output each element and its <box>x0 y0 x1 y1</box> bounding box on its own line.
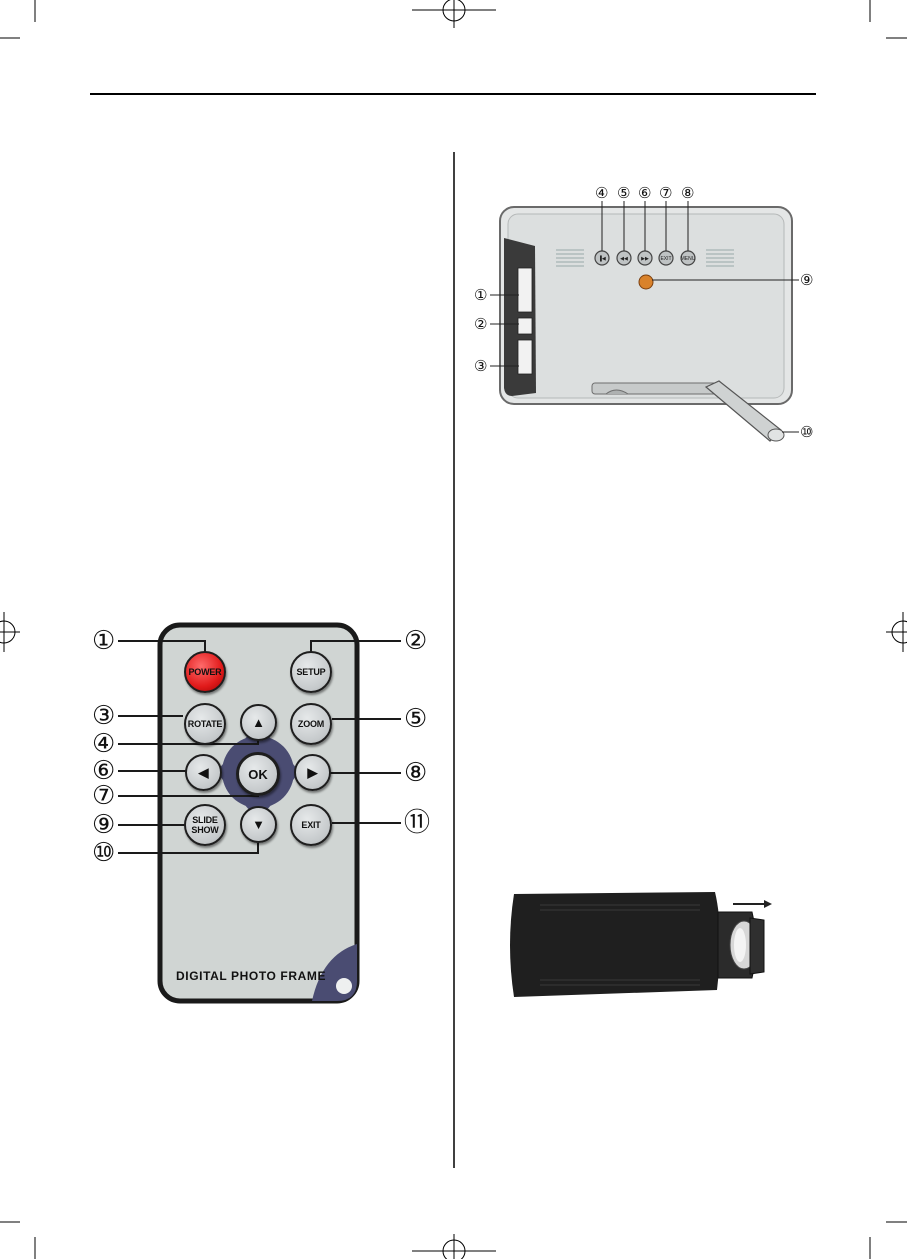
remote-callout-4: ④ <box>92 731 115 757</box>
down-arrow-icon: ▼ <box>252 817 265 832</box>
frame-callout-4: ④ <box>595 186 608 201</box>
ok-button-label: OK <box>248 767 268 782</box>
slideshow-button: SLIDE SHOW <box>184 804 226 846</box>
remote-callout-11: ⑪ <box>404 810 430 836</box>
remote-callout-5: ⑤ <box>404 706 427 732</box>
frame-callout-1: ① <box>474 288 487 303</box>
left-button: ◀ <box>185 754 222 791</box>
setup-button: SETUP <box>290 651 332 693</box>
frame-callout-5: ⑤ <box>617 186 630 201</box>
remote-callout-2: ② <box>404 628 427 654</box>
rotate-button-label: ROTATE <box>188 719 222 729</box>
setup-button-label: SETUP <box>296 667 325 677</box>
up-button: ▲ <box>240 704 277 741</box>
slideshow-button-label-line1: SLIDE <box>192 815 218 825</box>
left-arrow-icon: ◀ <box>199 765 209 781</box>
remote-callout-9: ⑨ <box>92 812 115 838</box>
down-button: ▼ <box>240 806 277 843</box>
frame-callout-3: ③ <box>474 359 487 374</box>
frame-callout-9: ⑨ <box>800 273 813 288</box>
power-button: POWER <box>184 651 226 693</box>
frame-callout-10: ⑩ <box>800 425 813 440</box>
remote-callout-7: ⑦ <box>92 783 115 809</box>
power-button-label: POWER <box>188 667 221 677</box>
remote-callout-8: ⑧ <box>404 760 427 786</box>
rotate-button: ROTATE <box>184 703 226 745</box>
svg-text:◀◀: ◀◀ <box>620 256 628 262</box>
svg-text:▶▶: ▶▶ <box>641 256 649 262</box>
right-button: ▶ <box>294 754 331 791</box>
remote-callout-10: ⑩ <box>92 840 115 866</box>
remote-callout-3: ③ <box>92 703 115 729</box>
zoom-button: ZOOM <box>290 703 332 745</box>
frame-callout-7: ⑦ <box>659 186 672 201</box>
battery-tray-illustration <box>510 892 772 997</box>
exit-button: EXIT <box>290 804 332 846</box>
up-arrow-icon: ▲ <box>252 715 265 730</box>
photo-frame-back-illustration: ▐◀ ◀◀ ▶▶ EXIT MENU <box>490 201 799 441</box>
right-arrow-icon: ▶ <box>308 765 318 781</box>
svg-text:MENU: MENU <box>681 256 696 262</box>
zoom-button-label: ZOOM <box>298 719 324 729</box>
svg-text:▐◀: ▐◀ <box>598 255 606 262</box>
slideshow-button-label-line2: SHOW <box>191 825 218 835</box>
frame-callout-8: ⑧ <box>681 186 694 201</box>
frame-callout-6: ⑥ <box>638 186 651 201</box>
frame-callout-2: ② <box>474 317 487 332</box>
ok-button: OK <box>236 752 280 796</box>
remote-brand-text: DIGITAL PHOTO FRAME <box>176 969 326 983</box>
remote-callout-1: ① <box>92 628 115 654</box>
svg-text:EXIT: EXIT <box>660 256 671 262</box>
exit-button-label: EXIT <box>301 820 320 830</box>
